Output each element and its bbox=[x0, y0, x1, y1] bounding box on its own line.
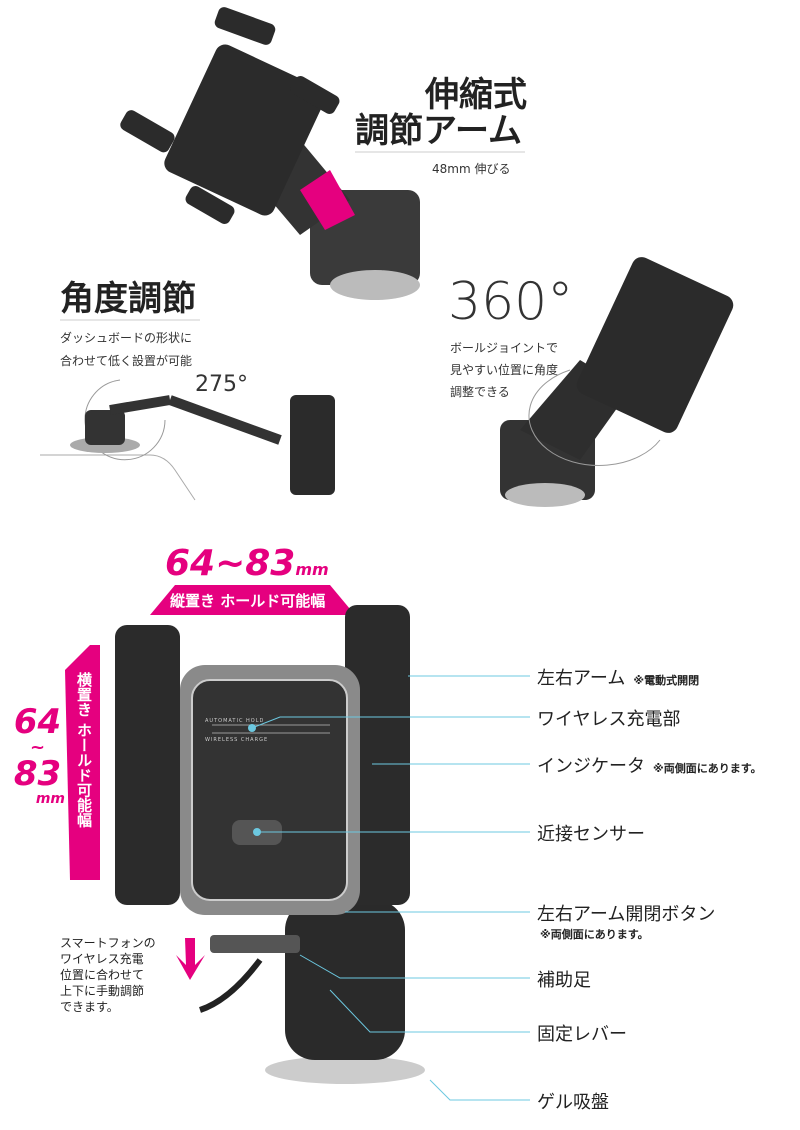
adjust-down-arrow bbox=[176, 938, 205, 980]
charger-face-line2: WIRELESS CHARGE bbox=[205, 737, 269, 743]
callout-arm-button-note: ※両側面にあります。 bbox=[540, 928, 649, 941]
ball-joint-desc-3: 調整できる bbox=[450, 385, 510, 399]
callout-leaders bbox=[251, 675, 530, 1101]
telescopic-title-line1: 伸縮式 bbox=[425, 75, 527, 115]
portrait-width-banner bbox=[150, 585, 355, 615]
ball-joint-desc-2: 見やすい位置に角度 bbox=[450, 363, 559, 377]
landscape-width-label: 横置き ホールド可能幅 bbox=[75, 672, 93, 828]
telescopic-mount-image bbox=[120, 7, 420, 300]
angle-desc-1: ダッシュボードの形状に bbox=[60, 331, 193, 345]
portrait-width-label: 縦置き ホールド可能幅 bbox=[170, 592, 326, 610]
telescopic-caption: 48mm 伸びる bbox=[432, 162, 511, 176]
callout-wireless-charger: ワイヤレス充電部 bbox=[537, 709, 681, 730]
ball-joint-desc-1: ボールジョイントで bbox=[450, 341, 559, 355]
angle-degrees: 275° bbox=[195, 372, 248, 397]
callout-indicator: インジケータ※両側面にあります。 bbox=[537, 756, 762, 777]
landscape-width-value: 64 ~ 83 mm bbox=[13, 702, 65, 807]
foot-adjust-note: スマートフォンの ワイヤレス充電 位置に合わせて 上下に手動調節 できます。 bbox=[60, 936, 156, 1014]
ball-joint-mount-image bbox=[500, 257, 734, 507]
portrait-width-value: 64~83mm bbox=[165, 543, 329, 584]
ball-joint-degrees: 360° bbox=[448, 272, 574, 332]
main-mount-image bbox=[115, 605, 425, 1084]
callout-proximity-sensor: 近接センサー bbox=[537, 824, 645, 845]
callout-arms: 左右アーム※電動式開閉 bbox=[537, 668, 700, 689]
angle-mount-image bbox=[40, 379, 335, 501]
callout-gel-suction: ゲル吸盤 bbox=[537, 1092, 609, 1113]
landscape-width-arrow bbox=[65, 645, 100, 880]
callout-lock-lever: 固定レバー bbox=[537, 1024, 627, 1045]
callout-support-foot: 補助足 bbox=[537, 970, 591, 991]
angle-desc-2: 合わせて低く設置が可能 bbox=[60, 354, 193, 368]
callout-arm-button: 左右アーム開閉ボタン bbox=[537, 904, 716, 925]
charger-face-line1: AUTOMATIC HOLD bbox=[205, 718, 265, 724]
angle-title: 角度調節 bbox=[60, 279, 196, 319]
telescopic-title-line2: 調節アーム bbox=[355, 111, 522, 151]
